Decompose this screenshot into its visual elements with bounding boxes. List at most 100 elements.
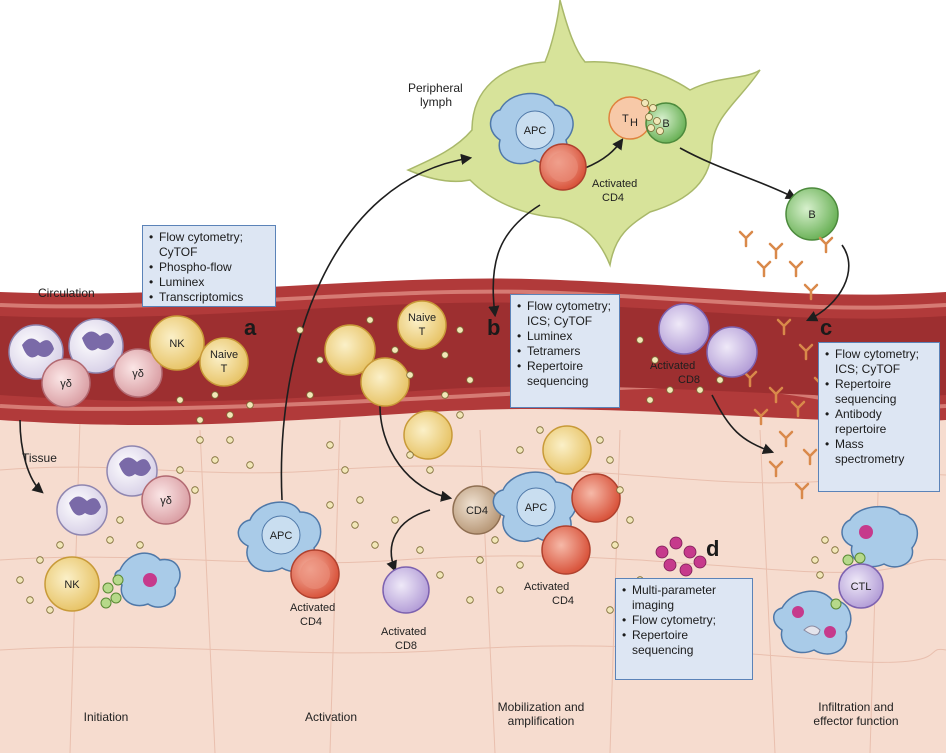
method-a-4: Transcriptomics <box>149 290 269 305</box>
gamma-delta-cell-1: γδ <box>41 358 91 408</box>
th-label: T <box>622 113 629 125</box>
cytokine-dot <box>811 556 819 564</box>
cytokine-dot <box>696 386 704 394</box>
nk-label-tissue: NK <box>64 579 80 591</box>
cytokine-dot <box>46 606 54 614</box>
method-list-c: Flow cytometry; ICS; CyTOF Repertoire se… <box>825 347 933 467</box>
cytokine-dot <box>391 346 399 354</box>
cytokine-dot <box>716 376 724 384</box>
arrow-lymph-to-vessel <box>488 204 541 318</box>
arrows <box>19 138 850 573</box>
method-a-1: Flow cytometry; CyTOF <box>149 230 269 260</box>
nk-label-circulation: NK <box>169 338 185 350</box>
circulation-label: Circulation <box>38 286 95 300</box>
activated-cd4-lymph <box>539 143 587 191</box>
peripheral-lymph-label-1: Peripheral <box>408 81 463 95</box>
stage-activation: Activation <box>305 710 357 724</box>
cytokine-dot <box>196 436 204 444</box>
naive-t-cells-mobilization <box>403 410 592 475</box>
nk-cell-circulation: NK <box>149 315 205 371</box>
arrow-apc-to-lymph <box>280 153 473 501</box>
cytokine-dot <box>466 376 474 384</box>
cytokine-dot <box>516 561 524 569</box>
pathogens-d <box>655 536 707 577</box>
activated-cd4-lymph-label-1: Activated <box>592 178 637 190</box>
b-label-plasma: B <box>808 209 815 221</box>
gamma-delta-cell-2: γδ <box>113 348 163 398</box>
activated-cd4-activation <box>290 549 340 599</box>
naive-t-b-label-2: T <box>419 326 426 338</box>
cytokine-dot <box>246 401 254 409</box>
panel-letter-c: c <box>820 315 832 340</box>
gamma-delta-label-1: γδ <box>60 378 72 390</box>
cytotoxic-granules-ctl <box>830 552 866 610</box>
gamma-delta-cell-tissue: γδ <box>141 475 191 525</box>
cytokine-dot <box>636 336 644 344</box>
cytokine-dot <box>326 501 334 509</box>
cytokine-cluster-lymph <box>641 99 664 135</box>
cytokine-dot <box>606 456 614 464</box>
cytokine-dot <box>296 326 304 334</box>
lymph-node <box>406 0 761 268</box>
cytokine-dot <box>416 546 424 554</box>
cytokine-dot <box>426 466 434 474</box>
method-b-4: Repertoire sequencing <box>517 359 613 389</box>
cytokine-dot <box>116 516 124 524</box>
stage-infiltration-2: effector function <box>813 714 898 728</box>
cytokine-dot <box>226 436 234 444</box>
method-c-1: Flow cytometry; ICS; CyTOF <box>825 347 933 377</box>
naive-t-cells-b <box>324 300 447 407</box>
cytokine-dot <box>441 351 449 359</box>
apc-label-lymph: APC <box>524 125 547 137</box>
method-a-3: Luminex <box>149 275 269 290</box>
cytokine-dot <box>816 571 824 579</box>
activated-cd4-mobilization <box>541 473 621 575</box>
activated-cd8-circulation <box>658 303 758 378</box>
cytokine-dot <box>371 541 379 549</box>
panel-letter-a: a <box>244 315 257 340</box>
cytokine-dot <box>626 516 634 524</box>
arrow-b-to-plasma <box>679 147 797 200</box>
cytokine-dot <box>496 586 504 594</box>
infected-cell-infiltration-1 <box>841 505 919 568</box>
activated-cd8-tissue-label-1: Activated <box>381 626 426 638</box>
cytokine-dot <box>341 466 349 474</box>
method-c-4: Mass spectrometry <box>825 437 933 467</box>
method-b-3: Tetramers <box>517 344 613 359</box>
peripheral-lymph-label-2: lymph <box>420 95 452 109</box>
activated-cd4-act-label-2: CD4 <box>300 616 322 628</box>
cd4-label: CD4 <box>466 505 488 517</box>
cytokine-dot <box>406 371 414 379</box>
arrow-naive-to-cd4 <box>379 399 453 502</box>
cytokine-dot <box>306 391 314 399</box>
method-b-1: Flow cytometry; ICS; CyTOF <box>517 299 613 329</box>
arrow-innate-to-tissue <box>19 419 44 494</box>
panel-letter-b: b <box>487 315 500 340</box>
method-c-3: Antibody repertoire <box>825 407 933 437</box>
method-a-2: Phospho-flow <box>149 260 269 275</box>
method-box-a: Flow cytometry; CyTOF Phospho-flow Lumin… <box>142 225 276 307</box>
cytokine-dot <box>211 456 219 464</box>
cytokine-dot <box>366 316 374 324</box>
cytokine-dot <box>391 516 399 524</box>
granulocyte-2 <box>68 318 124 374</box>
arrow-cd8-to-tissue <box>711 394 775 455</box>
naive-t-label-2: T <box>221 363 228 375</box>
method-box-d: Multi-parameter imaging Flow cytometry; … <box>615 578 753 680</box>
cytokine-dot <box>246 461 254 469</box>
cytokine-dot <box>456 326 464 334</box>
cytokine-dot <box>406 451 414 459</box>
cytokine-dot <box>821 536 829 544</box>
cytokine-dot <box>611 541 619 549</box>
activated-cd8-tissue <box>382 566 430 614</box>
cytokine-dot <box>316 356 324 364</box>
cytokine-dot <box>326 441 334 449</box>
cytokine-dot <box>136 541 144 549</box>
cytokine-dot <box>176 466 184 474</box>
cytokine-dot <box>441 391 449 399</box>
method-box-c: Flow cytometry; ICS; CyTOF Repertoire se… <box>818 342 940 492</box>
cd4-cell-mobilization: CD4 <box>452 485 502 535</box>
cytokine-dot <box>616 486 624 494</box>
gamma-delta-label-tissue: γδ <box>160 495 172 507</box>
